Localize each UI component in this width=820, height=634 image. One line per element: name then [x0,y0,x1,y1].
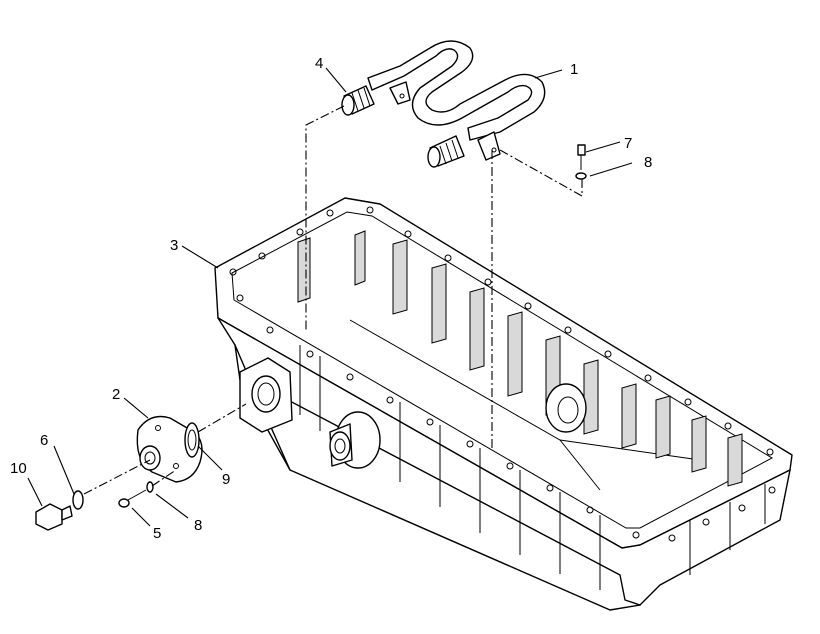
callout-6: 6 [40,432,48,449]
callout-8-lower: 8 [194,517,202,534]
callout-9: 9 [222,471,230,488]
callout-3: 3 [170,237,178,254]
oil-pan [214,197,793,611]
side-port-flange [239,357,293,433]
inner-port [545,383,587,433]
tube-clip-lower [477,131,501,161]
leader-lines [27,67,633,527]
bolt-lower [118,489,147,508]
washer-lower [146,481,154,493]
bolt-upper [577,144,586,170]
pan-front-fitting [329,411,381,469]
inner-ribs [297,230,743,487]
fitting-upper [341,85,375,116]
flange-bolt-holes [229,206,776,542]
callout-1: 1 [570,61,578,78]
o-ring [72,490,84,510]
callout-labels: 1 2 3 4 5 6 7 8 8 9 10 [10,55,652,542]
callout-8-upper: 8 [644,154,652,171]
assembly-lines [83,105,583,495]
oil-pan-flange-inner [231,211,774,529]
tube-clip-upper [389,81,411,105]
callout-7: 7 [624,135,632,152]
drain-plug [35,503,73,531]
tube-assembly [367,40,546,161]
tube-body [367,40,546,141]
outer-ribs [299,345,766,590]
callout-2: 2 [112,386,120,403]
oil-pan-floor-seam [559,439,601,491]
fitting-lower [427,135,465,168]
callout-4: 4 [315,55,323,72]
gasket [184,422,200,458]
callout-5: 5 [153,525,161,542]
washer-upper [575,172,587,180]
callout-10: 10 [10,460,27,477]
